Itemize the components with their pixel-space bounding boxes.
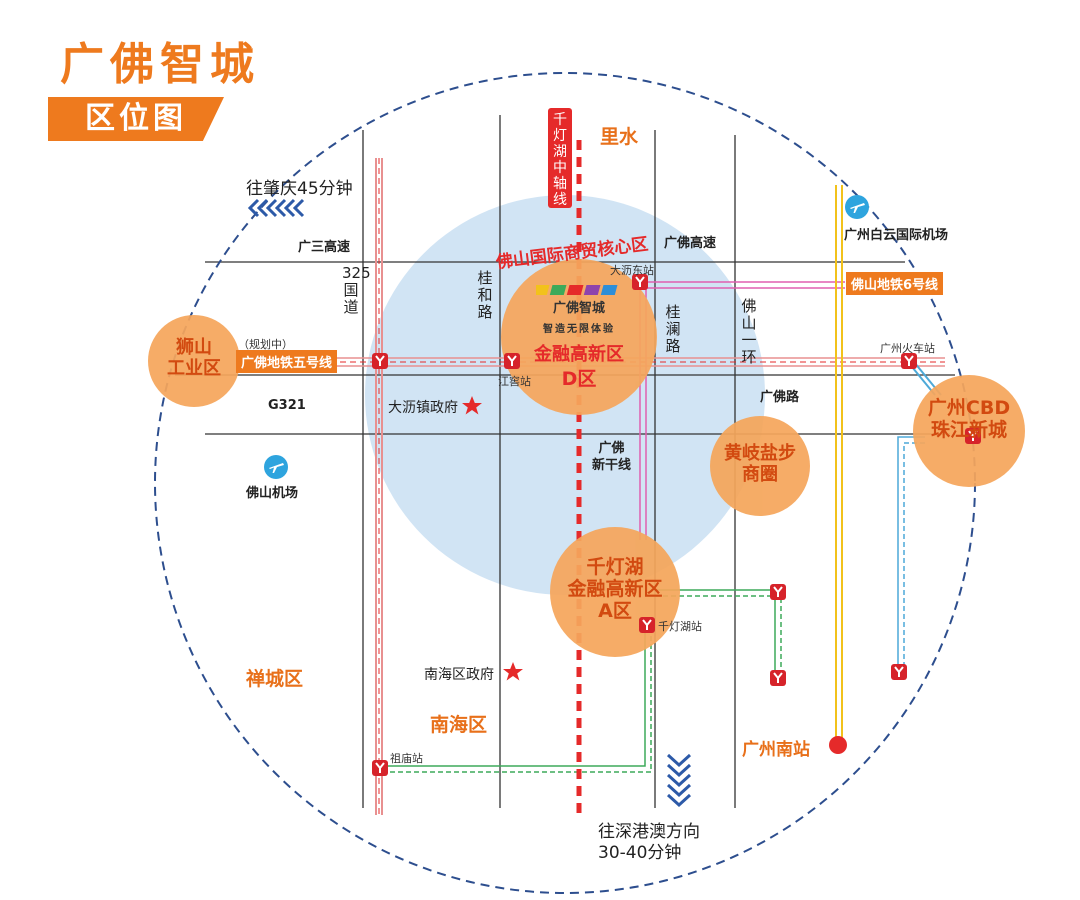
- chevron-arrows-icon: [666, 753, 692, 808]
- g325-line: [375, 158, 383, 815]
- airplane-icon: [845, 195, 869, 219]
- metro-station-icon: [891, 664, 907, 680]
- landmark-baiyun-airport: 广州白云国际机场: [844, 228, 949, 243]
- metro-station-icon: [770, 584, 786, 600]
- metro-line-5-label: 广佛地铁五号线: [236, 350, 338, 373]
- landmark-foshan-airport: 佛山机场: [246, 486, 299, 501]
- station-dali-east: 大沥东站: [610, 264, 654, 277]
- shishan-circle: [148, 315, 240, 407]
- place-chancheng: 禅城区: [246, 668, 304, 690]
- zone-d-line2: D区: [561, 368, 597, 390]
- central-axis-label: 千灯湖中轴线: [548, 108, 572, 208]
- direction-shenzhen: 往深港澳方向 30-40分钟: [598, 822, 700, 863]
- chevron-arrows-icon: [247, 198, 305, 218]
- metro-station-icon: [372, 353, 388, 369]
- station-qiandenghu: 千灯湖站: [658, 620, 702, 633]
- place-huangqi: 黄岐盐步 商圈: [724, 443, 796, 485]
- road-guilan: 桂澜路: [665, 303, 681, 355]
- landmark-dali-gov: 大沥镇政府: [388, 400, 458, 416]
- road-g321: G321: [268, 398, 306, 413]
- place-lishui: 里水: [600, 126, 639, 148]
- metro-station-icon: [770, 670, 786, 686]
- metro-station-icon: [372, 760, 388, 776]
- zone-d-circle: [501, 259, 657, 415]
- landmark-nanhai-gov: 南海区政府: [424, 667, 494, 683]
- page-subtitle: 区位图: [48, 97, 224, 141]
- road-g325: 325国道: [342, 264, 371, 316]
- direction-zhaoqing: 往肇庆45分钟: [246, 179, 353, 199]
- zone-d-slogan: 智造无限体验: [543, 324, 615, 335]
- huangqi-circle: [710, 416, 810, 516]
- place-zone-a: 千灯湖 金融高新区 A区: [567, 556, 663, 622]
- place-shishan: 狮山 工业区: [167, 337, 221, 379]
- station-jiangjiao: 江窖站: [498, 375, 531, 388]
- place-guangzhou-cbd: 广州CBD 珠江新城: [927, 397, 1011, 441]
- station-zumiao: 祖庙站: [390, 752, 423, 765]
- road-foshan-ring1: 佛山一环: [741, 297, 757, 366]
- star-icon: [462, 396, 482, 415]
- station-guangzhou-railway: 广州火车站: [880, 342, 935, 355]
- road-guangsan: 广三高速: [298, 240, 351, 255]
- star-icon: [503, 662, 523, 681]
- metro-line-5-status: （规划中）: [238, 338, 293, 351]
- road-guihe: 桂和路: [477, 269, 493, 321]
- place-nanhai: 南海区: [430, 714, 488, 736]
- page-title: 广佛智城: [60, 39, 260, 90]
- red-dot-icon: [829, 736, 847, 754]
- landmark-guangzhou-south: 广州南站: [742, 740, 810, 760]
- airplane-icon: [264, 455, 288, 479]
- road-guangfo: 广佛路: [760, 390, 800, 405]
- brand-logo-icon: [536, 285, 618, 295]
- zone-d-brand: 广佛智城: [552, 301, 605, 316]
- road-guangfo-expressway: 广佛高速: [664, 236, 717, 251]
- zone-d-line1: 金融高新区: [534, 344, 624, 365]
- metro-line-6-label: 佛山地铁6号线: [846, 272, 944, 295]
- rail-line-yellow: [835, 185, 843, 742]
- road-guangfo-xingan: 广佛 新干线: [592, 441, 632, 473]
